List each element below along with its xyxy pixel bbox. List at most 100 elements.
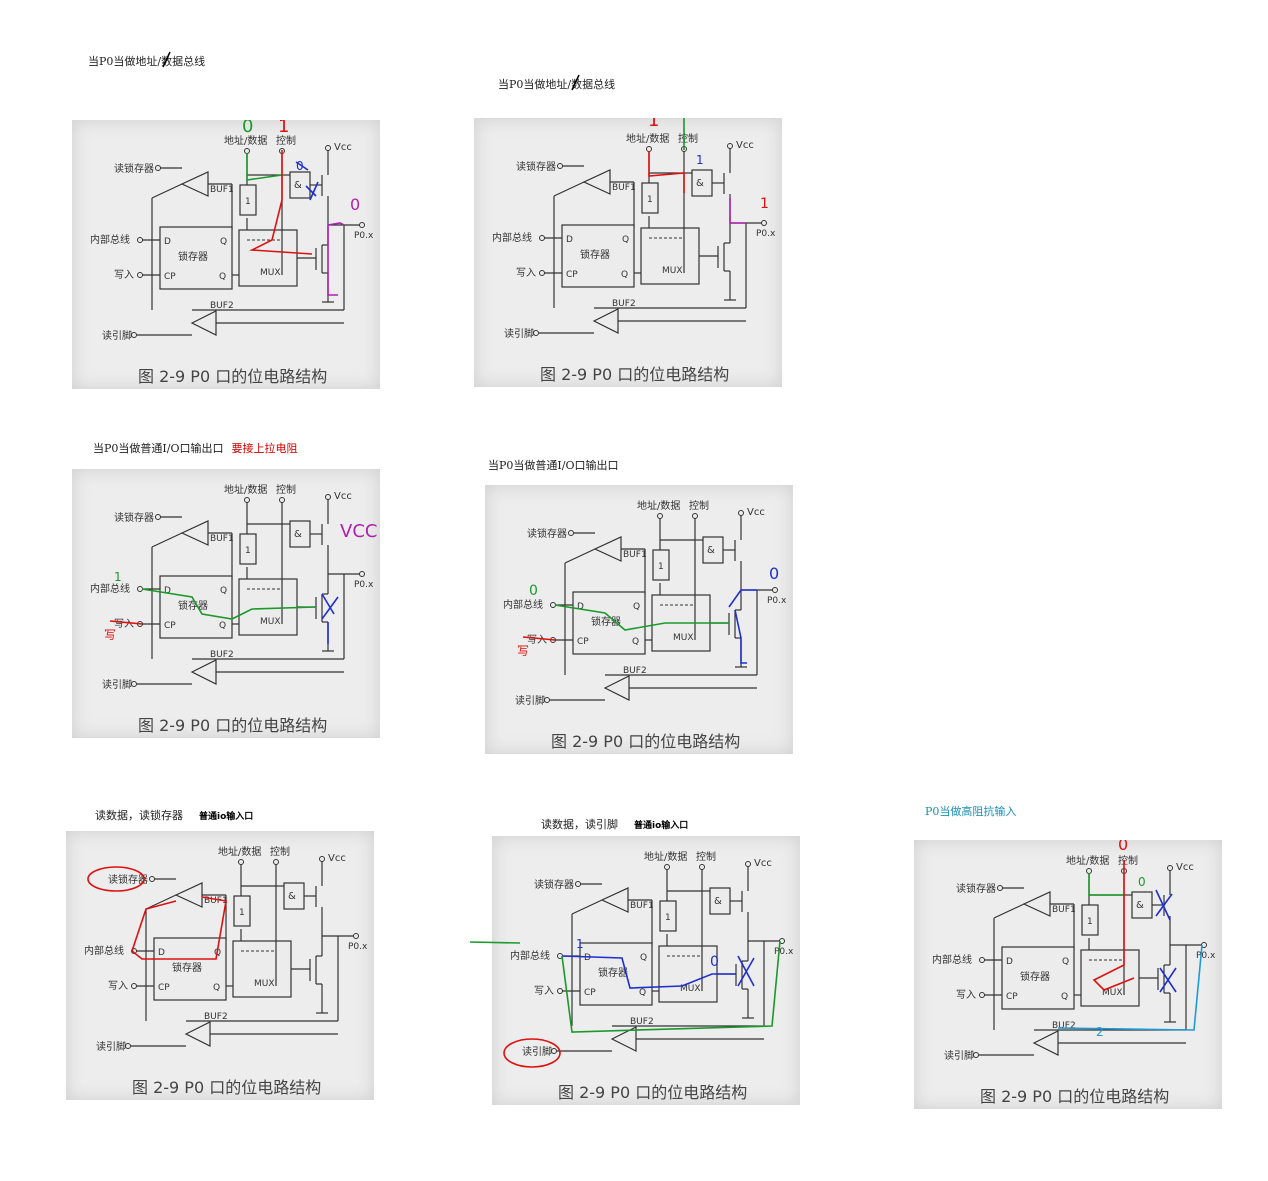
figure-caption: 图 2-9 P0 口的位电路结构 (132, 1078, 321, 1097)
inverter (239, 184, 257, 216)
write-latch-label: 写入 (956, 989, 976, 1001)
latch-block (153, 937, 227, 1001)
svg-text:BUF2: BUF2 (210, 650, 234, 660)
figure-caption: 图 2-9 P0 口的位电路结构 (558, 1083, 747, 1102)
write-latch-label: 写入 (114, 269, 134, 281)
pin-label: P0.x (767, 596, 787, 606)
circuit-panel-2: 读锁存器 内部总线 写入 读引脚 地址/数据 控制 Vcc BUF1 D CP … (474, 118, 782, 387)
read-latch-label: 读锁存器 (108, 873, 148, 886)
svg-text:1: 1 (1087, 917, 1093, 927)
latch-block (561, 224, 635, 288)
svg-text:BUF2: BUF2 (1052, 1021, 1076, 1031)
pin-label: P0.x (348, 942, 368, 952)
addr-data-label: 地址/数据 (626, 132, 669, 145)
addr-data-label: 地址/数据 (644, 850, 687, 863)
svg-text:1: 1 (114, 570, 122, 584)
svg-text:Q: Q (622, 235, 629, 245)
vcc-label: Vcc (736, 140, 754, 151)
circuit-panel-3: 读锁存器 内部总线 写入 读引脚 地址/数据 控制 Vcc BUF1 D CP … (72, 469, 380, 738)
svg-text:BUF2: BUF2 (210, 301, 234, 311)
figure-caption: 图 2-9 P0 口的位电路结构 (980, 1087, 1169, 1106)
read-pin-label: 读引脚 (515, 694, 545, 707)
io-input-note: 普通io输入口 (634, 821, 689, 831)
svg-text:写: 写 (104, 628, 116, 642)
svg-text:1: 1 (239, 908, 245, 918)
svg-text:锁存器: 锁存器 (178, 599, 208, 612)
buf1-buffer (174, 882, 203, 908)
internal-bus-label: 内部总线 (503, 598, 543, 611)
internal-bus-label: 内部总线 (932, 953, 972, 966)
svg-text:D: D (584, 953, 591, 963)
buf2-buffer (184, 1021, 211, 1047)
pin-label: P0.x (354, 580, 374, 590)
read-pin-label: 读引脚 (102, 329, 132, 342)
svg-text:1: 1 (245, 546, 251, 556)
circuit-diagram: 读锁存器 内部总线 写入 读引脚 地址/数据 控制 Vcc BUF1 D CP … (90, 120, 374, 386)
addr-data-label: 地址/数据 (224, 134, 267, 147)
circuit-panel-6: 读锁存器 内部总线 写入 读引脚 地址/数据 控制 Vcc BUF1 D CP … (492, 836, 800, 1105)
pin-label: P0.x (774, 947, 794, 957)
addr-data-label: 地址/数据 (637, 499, 680, 512)
svg-text:Q: Q (639, 988, 646, 998)
svg-text:锁存器: 锁存器 (1020, 970, 1050, 983)
caption-panel-4: 当P0当做普通I/O口输出口 (488, 459, 619, 472)
inverter (1081, 904, 1099, 936)
caption-panel-7: P0当做高阻抗输入 (925, 805, 1017, 818)
inverter (239, 533, 257, 565)
pin-label: P0.x (354, 231, 374, 241)
caption-panel-1: 当P0当做地址/数据总线 (88, 55, 206, 68)
control-label: 控制 (689, 499, 709, 512)
read-pin-label: 读引脚 (944, 1049, 974, 1062)
svg-text:&: & (1136, 900, 1144, 911)
circuit-panel-5: 读锁存器 内部总线 写入 读引脚 地址/数据 控制 Vcc BUF1 D CP … (66, 831, 374, 1100)
read-latch-label: 读锁存器 (114, 511, 154, 524)
vcc-label: Vcc (328, 853, 346, 864)
circuit-diagram: 读锁存器 内部总线 写入 读引脚 地址/数据 控制 Vcc BUF1 D CP … (492, 118, 776, 384)
inverter (233, 895, 251, 927)
control-label: 控制 (1118, 854, 1138, 867)
latch-block (579, 942, 653, 1006)
svg-text:2: 2 (1096, 1025, 1104, 1039)
svg-text:D: D (1006, 957, 1013, 967)
svg-text:&: & (294, 180, 302, 191)
circuit-diagram: 读锁存器 内部总线 写入 读引脚 地址/数据 控制 Vcc BUF1 D CP … (90, 483, 377, 735)
svg-text:0: 0 (350, 195, 360, 214)
internal-bus-label: 内部总线 (90, 233, 130, 246)
figure-caption: 图 2-9 P0 口的位电路结构 (540, 365, 729, 384)
vcc-label: Vcc (334, 491, 352, 502)
write-latch-label: 写入 (114, 618, 134, 630)
svg-text:1: 1 (760, 196, 769, 212)
buf2-buffer (603, 675, 630, 701)
svg-text:BUF2: BUF2 (612, 299, 636, 309)
read-pin-label: 读引脚 (522, 1045, 552, 1058)
svg-text:Q: Q (213, 983, 220, 993)
svg-text:1: 1 (665, 913, 671, 923)
svg-text:0: 0 (1138, 875, 1146, 889)
control-label: 控制 (678, 132, 698, 145)
latch-block (1001, 946, 1075, 1010)
svg-text:Q: Q (621, 270, 628, 280)
svg-text:Q: Q (640, 953, 647, 963)
svg-text:锁存器: 锁存器 (580, 248, 610, 261)
addr-data-label: 地址/数据 (224, 483, 267, 496)
svg-text:&: & (696, 178, 704, 189)
svg-text:MUX: MUX (662, 266, 683, 276)
svg-text:0: 0 (1118, 840, 1128, 854)
svg-text:0: 0 (296, 159, 304, 173)
svg-text:CP: CP (158, 983, 170, 993)
caption-panel-2: 当P0当做地址/数据总线 (498, 78, 616, 91)
svg-text:&: & (288, 891, 296, 902)
svg-text:&: & (714, 896, 722, 907)
vcc-label: Vcc (747, 507, 765, 518)
internal-bus-label: 内部总线 (492, 231, 532, 244)
inverter (641, 182, 659, 214)
svg-text:MUX: MUX (680, 984, 701, 994)
svg-text:&: & (707, 545, 715, 556)
buf1-buffer (180, 520, 209, 546)
caption-panel-3: 当P0当做普通I/O口输出口要接上拉电阻 (93, 442, 298, 455)
svg-text:写: 写 (517, 644, 529, 658)
figure-caption: 图 2-9 P0 口的位电路结构 (551, 732, 740, 751)
circuit-diagram: 读锁存器 内部总线 写入 读引脚 地址/数据 控制 Vcc BUF1 D CP … (503, 499, 787, 751)
svg-text:Q: Q (220, 586, 227, 596)
write-latch-label: 写入 (108, 980, 128, 992)
